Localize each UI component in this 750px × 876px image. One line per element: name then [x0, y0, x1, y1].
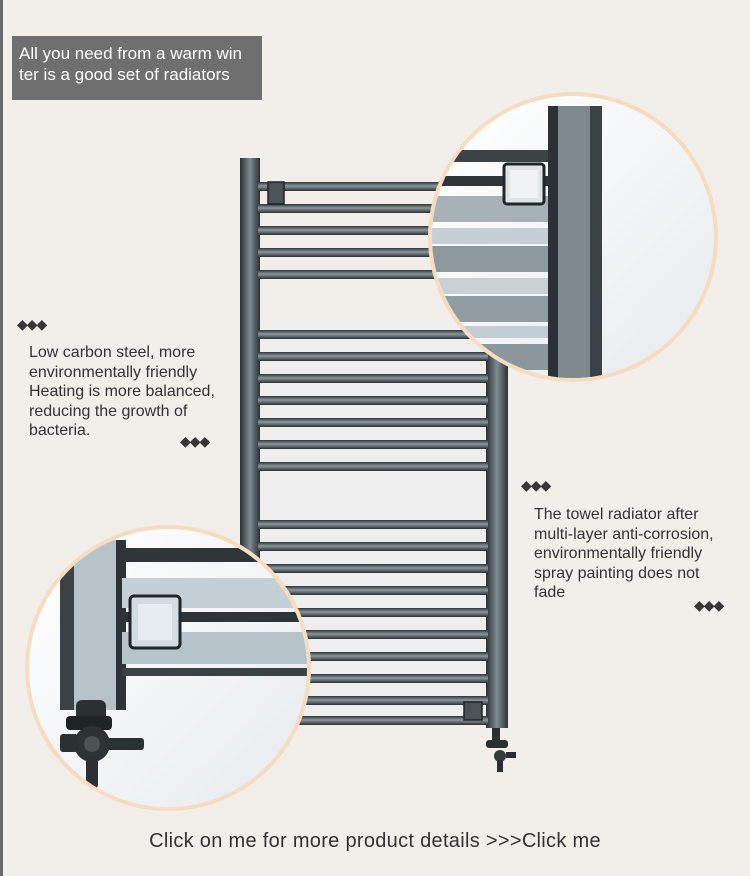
right-feature-line-1: The towel radiator after: [534, 506, 699, 523]
left-feature-marker-bottom: ◆◆◆: [180, 433, 210, 449]
left-feature-line-1: Low carbon steel, more: [29, 344, 196, 361]
product-details-link[interactable]: Click on me for more product details >>>…: [149, 830, 601, 852]
left-edge-border: [0, 0, 3, 876]
left-feature-line-3: Heating is more balanced,: [29, 383, 215, 400]
right-feature-line-4: spray painting does not: [534, 564, 700, 582]
right-feature-marker-bottom: ◆◆◆: [694, 597, 724, 613]
right-feature-line-3: environmentally friendly: [534, 545, 703, 562]
right-feature-line-5: fade: [534, 584, 566, 601]
left-feature-line-4: reducing the growth of: [29, 402, 188, 420]
headline-line-1: All you need from a warm win: [19, 44, 242, 63]
right-feature-line-2: multi-layer anti-corrosion,: [534, 525, 714, 543]
headline-line-2: ter is a good set of radiators: [19, 65, 230, 84]
headline-banner: All you need from a warm win ter is a go…: [12, 36, 262, 100]
left-feature-text: Low carbon steel, more environmentally f…: [29, 343, 215, 441]
zoom-detail-bottom: [25, 525, 311, 811]
right-feature-marker-top: ◆◆◆: [521, 477, 551, 493]
left-feature-marker-top: ◆◆◆: [17, 316, 47, 332]
left-feature-line-2: environmentally friendly: [29, 363, 198, 381]
right-feature-text: The towel radiator after multi-layer ant…: [534, 505, 714, 603]
left-feature-line-5: bacteria.: [29, 422, 91, 439]
zoom-detail-top: [428, 92, 718, 382]
